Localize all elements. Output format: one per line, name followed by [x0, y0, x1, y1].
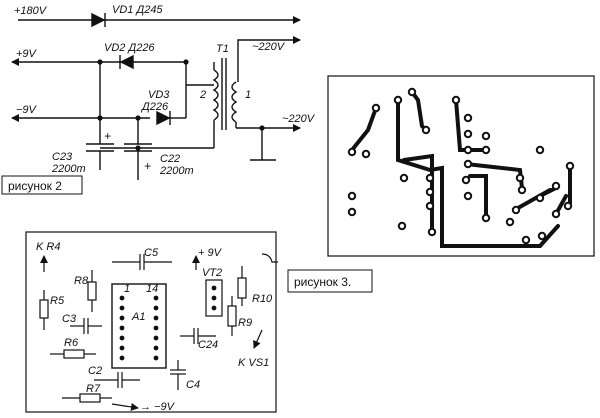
plus9-component-label: + 9V	[198, 247, 223, 259]
c22-capacitor-icon	[124, 140, 152, 180]
c23-plus-label: +	[104, 129, 111, 143]
minus9-arrow	[111, 402, 139, 411]
minus9-component-label: → −9V	[140, 401, 176, 413]
c22-value-label: 2200m	[159, 165, 194, 177]
c23-name-label: C23	[52, 151, 73, 163]
c2-capacitor-icon	[94, 372, 140, 388]
r7-label: R7	[86, 383, 101, 395]
transformer-t1-icon	[212, 58, 262, 148]
a1-label: A1	[131, 311, 145, 323]
r10-label: R10	[252, 293, 273, 305]
r7-resistor-icon	[79, 393, 101, 403]
r8-resistor-icon	[87, 281, 97, 301]
plus9-label: +9V	[16, 48, 38, 60]
transformer-primary-label: 1	[245, 89, 251, 101]
r9-resistor-icon	[227, 305, 237, 327]
t1-label: T1	[216, 43, 229, 55]
c2-label: C2	[88, 365, 102, 377]
pin1-label: 1	[124, 283, 130, 295]
pin14-label: 14	[146, 283, 158, 295]
c5-capacitor-icon	[112, 254, 172, 270]
vd3-name-label: VD3	[148, 89, 170, 101]
vd1-label: VD1 Д245	[112, 4, 163, 16]
c24-capacitor-icon	[180, 328, 216, 344]
a1-pins	[119, 285, 217, 361]
minus9-label: −9V	[16, 104, 38, 116]
r10-resistor-icon	[237, 277, 247, 299]
a1-chip-icon	[111, 283, 167, 369]
vd2-label: VD2 Д226	[104, 42, 155, 54]
c5-label: C5	[144, 247, 159, 259]
c24-label: C24	[198, 339, 218, 351]
r9-label: R9	[238, 317, 252, 329]
plus180-label: +180V	[14, 5, 48, 17]
c4-label: C4	[186, 379, 200, 391]
figure-3-caption: рисунок 3.	[294, 275, 351, 289]
r6-label: R6	[64, 337, 79, 349]
vd3-type-label: Д226	[140, 101, 169, 113]
r5-label: R5	[50, 295, 65, 307]
kr4-label: K R4	[36, 241, 60, 253]
figure-2-caption-box	[1, 175, 83, 195]
c3-capacitor-icon	[70, 318, 102, 334]
vt2-label: VT2	[202, 267, 222, 279]
component-placement-board	[25, 231, 278, 413]
figure-2-caption: рисунок 2	[8, 179, 62, 193]
c22-plus-label: +	[144, 159, 151, 173]
ac-top-wire	[237, 36, 301, 82]
vt2-transistor-icon	[205, 279, 223, 317]
c3-label: C3	[62, 313, 77, 325]
ac-top-label: ~220V	[252, 41, 286, 53]
r6-resistor-icon	[63, 349, 85, 359]
c23-value-label: 2200m	[51, 163, 86, 175]
pcb-trace-layout	[327, 75, 595, 257]
ac-bottom-label: ~220V	[282, 113, 316, 125]
kvs1-arrow	[253, 329, 263, 349]
vd1-diode-icon	[91, 12, 106, 28]
r5-resistor-icon	[39, 299, 49, 319]
figure-3-caption-box	[287, 269, 373, 293]
c4-capacitor-icon	[170, 360, 186, 390]
junction-dots	[97, 59, 265, 151]
vd2-diode-icon	[119, 54, 134, 70]
transformer-secondary-label: 2	[199, 89, 206, 101]
vd3-diode-icon	[156, 110, 171, 126]
kvs1-label: K VS1	[238, 357, 269, 369]
r8-label: R8	[74, 275, 89, 287]
c23-capacitor-icon	[86, 140, 114, 170]
c22-name-label: C22	[160, 153, 180, 165]
